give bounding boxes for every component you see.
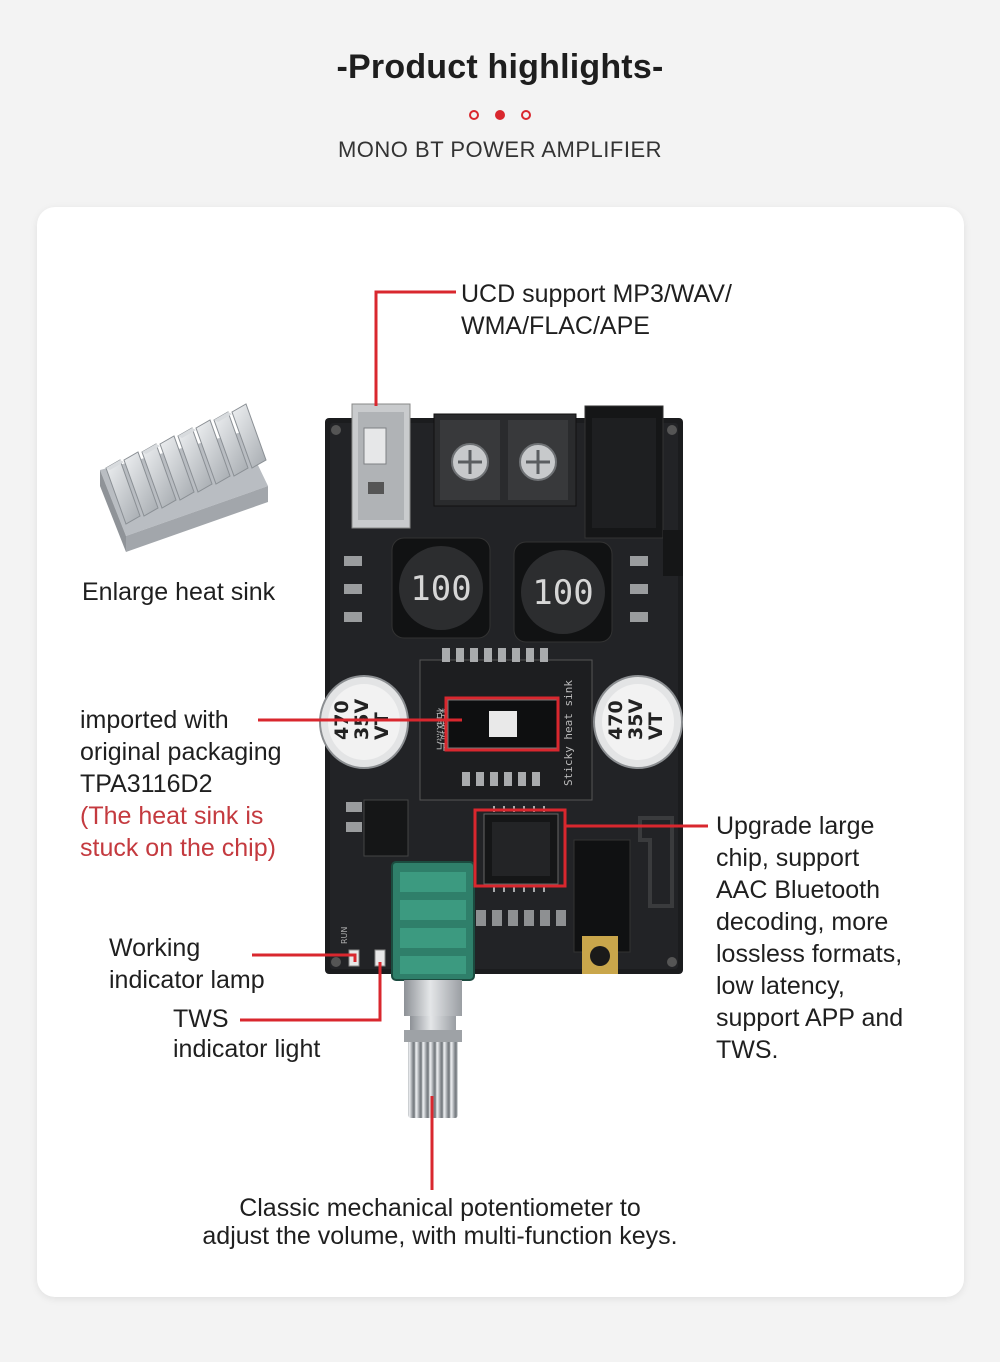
bluetooth-chip (483, 806, 559, 892)
screw-terminal (433, 413, 577, 507)
bluetooth-chip-label: Upgrade large chip, support AAC Bluetoot… (716, 812, 904, 1064)
inductor-right: 100 (513, 541, 613, 643)
heatsink-print: Sticky heat sink (562, 680, 575, 786)
audio-jack (573, 839, 631, 974)
capacitor-left: 470 35V VT (319, 675, 409, 769)
page-subtitle: MONO BT POWER AMPLIFIER (337, 137, 663, 162)
capacitor-marking: VT (645, 712, 667, 740)
amplifier-board: 100 100 (319, 403, 683, 1118)
inductor-left: 100 (391, 537, 491, 639)
capacitor-right: 470 35V VT (593, 675, 683, 769)
antenna-trace (638, 816, 674, 908)
dc-power-jack (584, 405, 683, 576)
tws-indicator-label: TWS indicator light (173, 1005, 321, 1063)
inductor-marking: 100 (410, 569, 471, 609)
working-indicator-label: Working indicator lamp (109, 934, 265, 994)
heat-sink-label: Enlarge heat sink (82, 578, 276, 606)
dot-filled-icon (495, 110, 505, 120)
voltage-regulator (363, 799, 409, 857)
power-switch (351, 403, 411, 529)
silkscreen-run: RUN (340, 927, 349, 944)
dot-outline-icon (469, 110, 479, 120)
potentiometer (391, 861, 475, 1118)
chip-label: imported with original packaging TPA3116… (80, 706, 282, 862)
heat-sink-image (100, 403, 268, 552)
callout-lines (240, 290, 708, 1190)
inductor-marking: 100 (532, 573, 593, 613)
dot-outline-icon (521, 110, 531, 120)
chip-heatsink-area: 粘散热片 Sticky heat sink (419, 648, 593, 801)
ucd-support-label: UCD support MP3/WAV/ WMA/FLAC/APE (461, 280, 732, 340)
capacitor-marking: VT (371, 712, 393, 740)
capacitor-marking: 35V (625, 699, 647, 740)
page-title: -Product highlights- (336, 48, 664, 86)
potentiometer-label: Classic mechanical potentiometer to adju… (202, 1194, 678, 1250)
capacitor-marking: 470 (605, 700, 627, 740)
decorative-dots (0, 106, 1000, 126)
